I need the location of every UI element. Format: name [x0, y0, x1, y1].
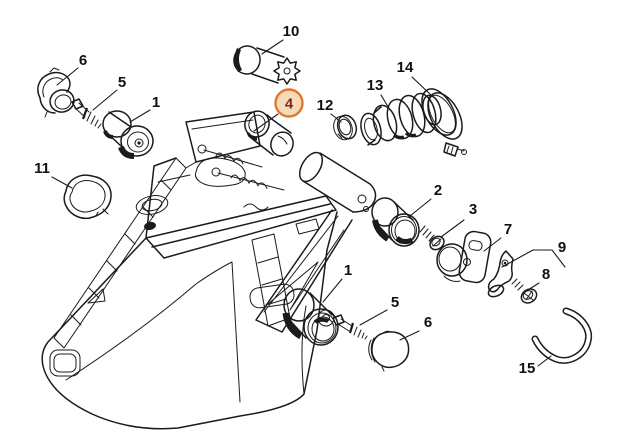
part-drawing-9-lever	[487, 250, 514, 298]
leader-5-lower	[359, 309, 388, 326]
leader-3	[440, 219, 465, 238]
leader-6-upper	[56, 67, 79, 86]
leader-12	[330, 113, 342, 123]
leader-4	[253, 113, 279, 132]
part-drawing-15	[531, 307, 593, 364]
leader-1-upper	[129, 109, 151, 123]
leader-7	[483, 237, 502, 252]
main-housing-drawing	[41, 111, 377, 430]
leader-15	[537, 355, 552, 367]
leader-9-bracket	[501, 249, 566, 268]
part-drawing-1-upper	[102, 110, 154, 159]
callout-1-upper[interactable]: 1	[152, 94, 160, 111]
leader-lines	[51, 39, 566, 367]
callout-6-upper[interactable]: 6	[79, 52, 87, 69]
callouts: 6 5 1 10 4 12 13 14 11 2 3 7 9 8 1 5 6 1…	[34, 23, 566, 377]
part-drawing-2	[371, 197, 420, 247]
leader-2	[409, 198, 432, 217]
callout-5-lower[interactable]: 5	[391, 294, 399, 311]
callout-15[interactable]: 15	[519, 360, 536, 377]
leader-14	[411, 76, 432, 96]
part-drawing-6-upper	[37, 67, 75, 118]
callout-4-highlighted: 4	[274, 88, 304, 118]
part-drawing-13	[360, 92, 442, 146]
selected-part-marker[interactable]	[274, 88, 304, 118]
callout-13[interactable]: 13	[367, 77, 384, 94]
callout-1-lower[interactable]: 1	[344, 262, 352, 279]
leader-10	[261, 39, 284, 55]
leader-1-lower	[322, 278, 343, 303]
part-drawing-8	[511, 278, 538, 304]
leader-8	[527, 282, 540, 291]
callout-14[interactable]: 14	[397, 59, 414, 76]
callout-6-lower[interactable]: 6	[424, 314, 432, 331]
leader-11	[51, 176, 73, 189]
part-drawing-3	[419, 225, 445, 251]
callout-3[interactable]: 3	[469, 201, 477, 218]
part-drawing-1-lower	[282, 288, 339, 346]
part-drawing-5-lower	[332, 314, 368, 340]
part-drawing-6-lower	[368, 330, 410, 372]
callout-11[interactable]: 11	[34, 160, 50, 177]
callout-7[interactable]: 7	[504, 221, 512, 238]
part-drawing-12	[333, 114, 358, 141]
callout-2[interactable]: 2	[434, 182, 442, 199]
part-drawing-11	[63, 174, 112, 220]
leader-6-lower	[399, 330, 420, 341]
part-drawing-4	[244, 110, 294, 157]
leader-5-upper	[92, 89, 118, 111]
callout-4[interactable]: 4	[285, 96, 294, 113]
part-drawing-14	[421, 88, 467, 157]
callout-10[interactable]: 10	[283, 23, 300, 40]
part-drawing-7	[436, 230, 492, 284]
callout-8[interactable]: 8	[542, 266, 550, 283]
leader-13	[380, 94, 391, 111]
callout-12[interactable]: 12	[317, 97, 334, 114]
callout-9[interactable]: 9	[558, 239, 566, 256]
part-drawing-5-upper	[71, 98, 102, 129]
callout-5-upper[interactable]: 5	[118, 74, 126, 91]
part-drawing-10	[233, 45, 301, 85]
